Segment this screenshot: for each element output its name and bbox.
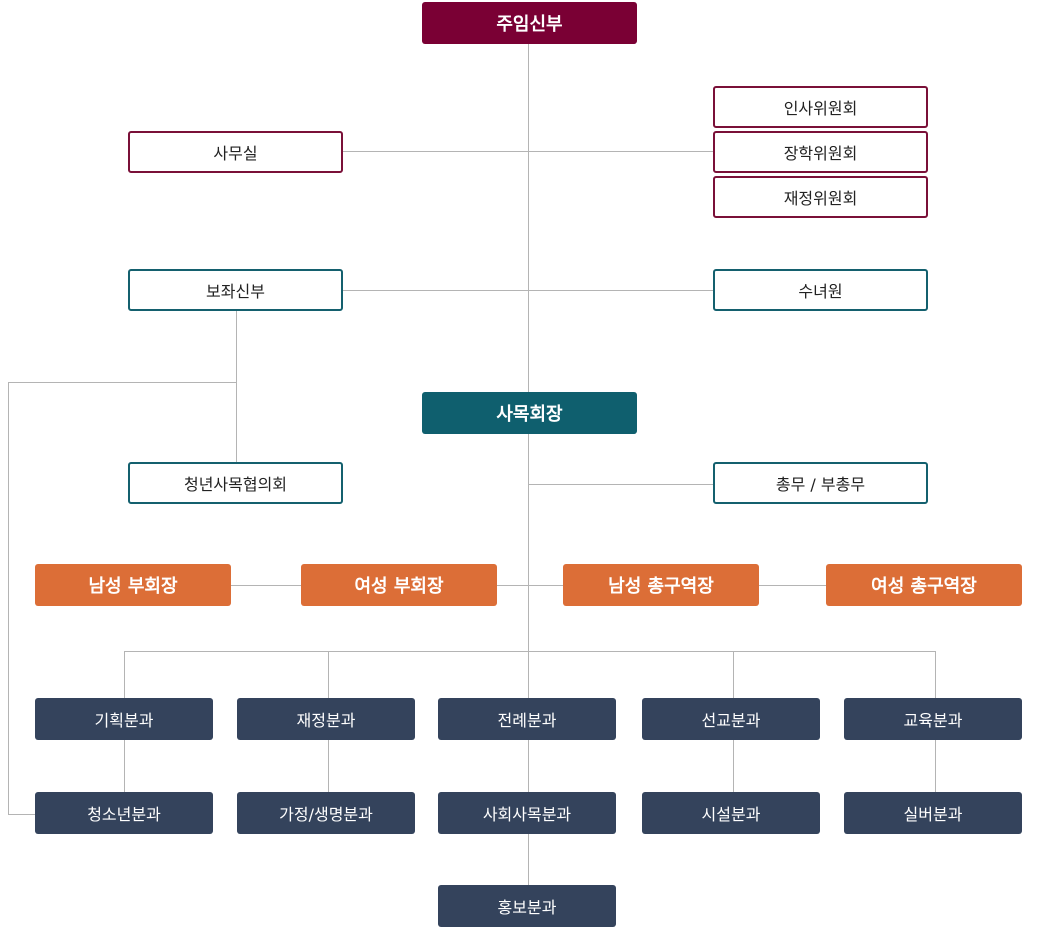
committee-personnel-box: 인사위원회 <box>713 86 928 128</box>
dept-social-ministry-box: 사회사목분과 <box>438 792 616 834</box>
dept-link-4 <box>733 739 734 793</box>
assistant-priest-box: 보좌신부 <box>128 269 343 311</box>
dept-silver-box: 실버분과 <box>844 792 1022 834</box>
secretary-line <box>528 484 714 485</box>
secretary-box: 총무 / 부총무 <box>713 462 928 504</box>
dept-top-line <box>124 651 936 652</box>
dept-facilities-box: 시설분과 <box>642 792 820 834</box>
office-box: 사무실 <box>128 131 343 173</box>
youth-council-box: 청년사목협의회 <box>128 462 343 504</box>
vice-president-male-box: 남성 부회장 <box>35 564 231 606</box>
dept-link-2 <box>328 739 329 793</box>
assistant-convent-line <box>342 290 714 291</box>
left-branch-line <box>8 382 237 383</box>
committee-scholarship-box: 장학위원회 <box>713 131 928 173</box>
youth-dept-link-line <box>8 814 36 815</box>
dept-planning-box: 기획분과 <box>35 698 213 740</box>
dept-education-box: 교육분과 <box>844 698 1022 740</box>
dept-youth-box: 청소년분과 <box>35 792 213 834</box>
vice-row-line <box>230 585 827 586</box>
main-vertical-line <box>528 44 529 886</box>
district-chief-female-box: 여성 총구역장 <box>826 564 1022 606</box>
assistant-down-line <box>236 310 237 463</box>
office-committee-line <box>342 151 714 152</box>
district-chief-male-box: 남성 총구역장 <box>563 564 759 606</box>
dept-drop-2 <box>328 651 329 698</box>
dept-family-life-box: 가정/생명분과 <box>237 792 415 834</box>
council-president-box: 사목회장 <box>422 392 637 434</box>
dept-link-5 <box>935 739 936 793</box>
vice-president-female-box: 여성 부회장 <box>301 564 497 606</box>
dept-pr-box: 홍보분과 <box>438 885 616 927</box>
dept-link-1 <box>124 739 125 793</box>
dept-liturgy-box: 전례분과 <box>438 698 616 740</box>
dept-mission-box: 선교분과 <box>642 698 820 740</box>
convent-box: 수녀원 <box>713 269 928 311</box>
dept-drop-5 <box>935 651 936 698</box>
committee-finance-box: 재정위원회 <box>713 176 928 218</box>
left-outer-line <box>8 382 9 815</box>
dept-finance-box: 재정분과 <box>237 698 415 740</box>
dept-drop-4 <box>733 651 734 698</box>
dept-drop-1 <box>124 651 125 698</box>
pastor-box: 주임신부 <box>422 2 637 44</box>
